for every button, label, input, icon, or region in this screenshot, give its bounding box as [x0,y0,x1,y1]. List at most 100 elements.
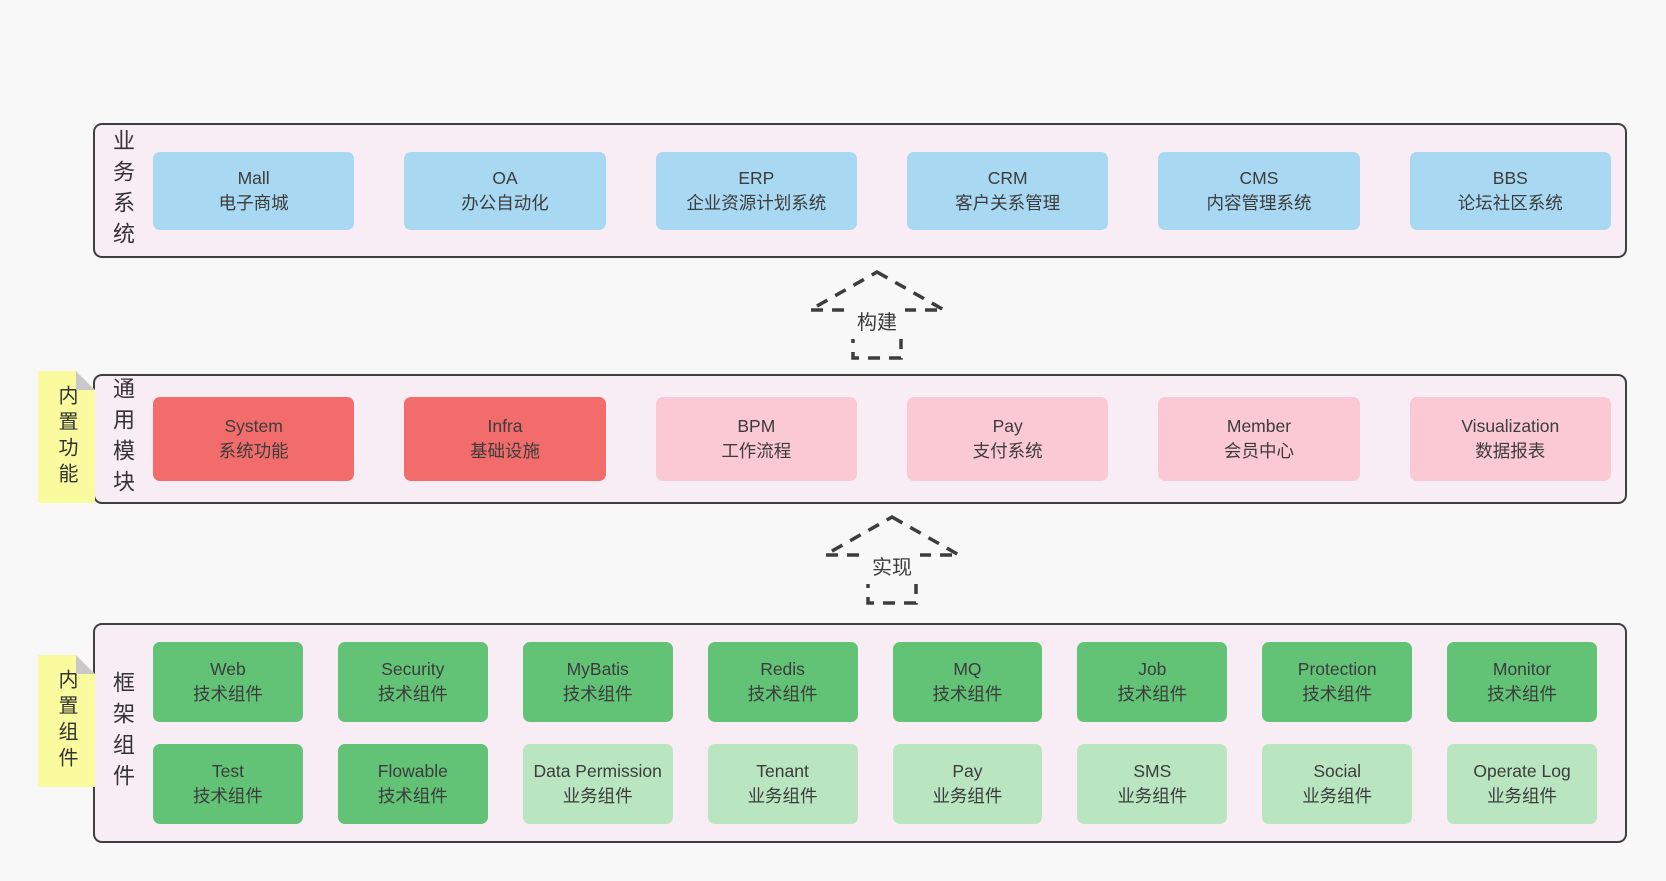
box-title: Visualization [1461,416,1560,437]
box-title: Web [210,659,246,680]
box-subtitle: 客户关系管理 [955,192,1061,213]
box-subtitle: 基础设施 [469,441,540,461]
box-bpm: BPM 工作流程 [655,397,857,481]
box-subtitle: 技术组件 [192,786,263,806]
dashed-up-arrow-outline [803,269,951,360]
box-job: Job 技术组件 [1077,642,1228,722]
note-text: 内置功能 [55,385,77,489]
box-title: BBS [1492,167,1528,188]
box-title: System [224,416,283,437]
box-subtitle: 技术组件 [747,684,818,704]
box-visualization: Visualization 数据报表 [1409,397,1611,481]
box-subtitle: 支付系统 [972,441,1043,461]
layer-label-framework-components: 框架组件 [110,671,135,795]
box-mall: Mall 电子商城 [153,151,355,230]
box-subtitle: 论坛社区系统 [1457,192,1563,213]
box-title: Job [1138,659,1167,680]
box-title: Pay [992,416,1023,437]
box-title: Flowable [377,761,448,782]
box-protection: Protection 技术组件 [1262,642,1413,722]
layer-label-business-systems: 业务系统 [110,128,135,253]
box-subtitle: 业务组件 [1487,786,1558,806]
box-title: SMS [1133,761,1172,782]
box-title: MQ [953,659,982,680]
box-subtitle: 业务组件 [1117,786,1188,806]
box-crm: CRM 客户关系管理 [906,151,1109,230]
box-sms: SMS 业务组件 [1077,744,1228,824]
arrow-label-backdrop [864,550,920,584]
box-title: Protection [1297,659,1377,680]
box-subtitle: 技术组件 [1302,684,1373,704]
box-title: Mall [237,167,270,188]
box-title: Social [1313,761,1362,782]
build-arrow-label: 构建 [857,311,897,334]
box-test: Test 技术组件 [153,744,303,824]
box-subtitle: 办公自动化 [461,192,549,213]
box-subtitle: 数据报表 [1475,441,1546,461]
box-erp: ERP 企业资源计划系统 [655,151,857,230]
box-monitor: Monitor 技术组件 [1447,642,1597,722]
note-built-in-components: 内置组件 [38,655,95,787]
box-title: Monitor [1492,659,1552,680]
box-subtitle: 技术组件 [932,684,1003,704]
box-title: BPM [737,416,776,437]
box-subtitle: 技术组件 [192,684,263,704]
box-subtitle: 技术组件 [377,786,448,806]
box-bbs: BBS 论坛社区系统 [1409,151,1611,230]
box-subtitle: 业务组件 [562,786,633,806]
box-flowable: Flowable 技术组件 [337,744,488,824]
arrow-label-backdrop [849,305,905,339]
box-title: Security [381,659,445,680]
layer-business-systems: 业务系统 Mall 电子商城 OA 办公自动化 ERP 企业资源计划系统 CRM 客户关系管理… [93,123,1627,258]
box-title: Pay [952,761,983,782]
implement-arrow-label: 实现 [872,556,912,579]
box-subtitle: 工作流程 [721,441,792,461]
box-title: MyBatis [566,659,629,680]
box-title: CRM [987,167,1028,188]
box-subtitle: 技术组件 [1117,684,1188,704]
box-title: Data Permission [533,761,662,782]
box-title: Redis [760,659,805,680]
box-subtitle: 技术组件 [1487,684,1558,704]
box-mq: MQ 技术组件 [892,642,1043,722]
note-built-in-features: 内置功能 [38,371,95,503]
box-pay: Pay 业务组件 [892,744,1043,824]
box-subtitle: 电子商城 [218,192,289,213]
box-title: ERP [738,167,775,188]
box-subtitle: 内容管理系统 [1206,192,1312,213]
box-web: Web 技术组件 [153,642,303,722]
box-subtitle: 会员中心 [1223,441,1294,461]
box-data-permission: Data Permission 业务组件 [522,744,673,824]
layer-label-common-modules: 通用模块 [110,377,135,501]
note-text: 内置组件 [55,669,77,773]
box-title: OA [492,167,518,188]
box-title: Test [211,761,244,782]
box-oa: OA 办公自动化 [404,151,606,230]
implement-arrow: 实现 [818,514,966,605]
dashed-up-arrow-outline [818,514,966,605]
box-redis: Redis 技术组件 [707,642,858,722]
build-arrow: 构建 [803,269,951,360]
box-subtitle: 企业资源计划系统 [686,192,827,213]
box-subtitle: 业务组件 [747,786,818,806]
box-subtitle: 业务组件 [932,786,1003,806]
box-title: Operate Log [1473,761,1571,782]
